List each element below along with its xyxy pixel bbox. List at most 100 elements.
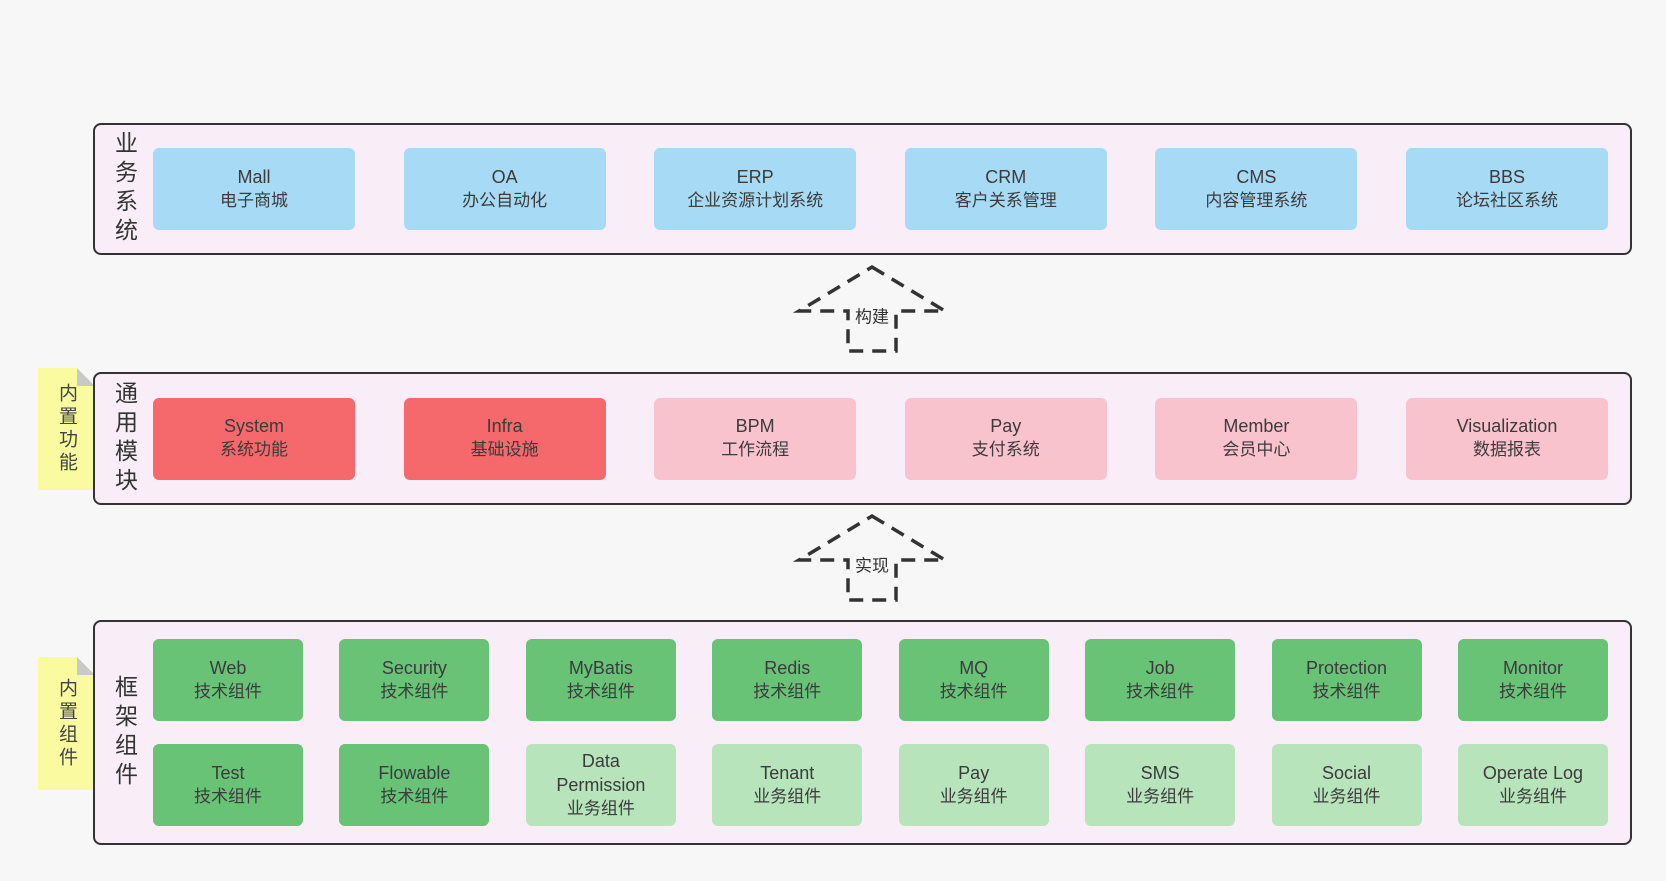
box-subtitle: 技术组件 <box>1498 681 1567 701</box>
box-monitor: Monitor 技术组件 <box>1457 639 1608 721</box>
box-title: BPM <box>735 416 775 437</box>
box-title: MyBatis <box>568 657 633 678</box>
box-subtitle: 业务组件 <box>753 786 822 806</box>
box-title: Mall <box>237 166 271 187</box>
note-text: 内置组件 <box>56 677 77 770</box>
box-title: Flowable <box>378 762 451 783</box>
box-title: Social <box>1322 762 1372 783</box>
box-subtitle: 业务组件 <box>566 798 635 818</box>
box-title: BBS <box>1488 166 1525 187</box>
box-subtitle: 技术组件 <box>380 786 449 806</box>
box-subtitle: 企业资源计划系统 <box>687 190 824 210</box>
box-subtitle: 内容管理系统 <box>1205 190 1308 210</box>
box-title: Pay <box>958 762 990 783</box>
box-title: SMS <box>1140 762 1180 783</box>
box-title: Visualization <box>1456 416 1558 437</box>
box-subtitle: 系统功能 <box>220 440 288 460</box>
panel-label-business-systems: 业务系统 <box>111 131 138 247</box>
box-cms: CMS 内容管理系统 <box>1155 148 1358 230</box>
sticky-note-builtin-features: 内置功能 <box>38 368 95 490</box>
sticky-note-builtin-components: 内置组件 <box>38 657 95 790</box>
box-social: Social 业务组件 <box>1271 744 1422 826</box>
box-title: OA <box>491 166 518 187</box>
box-subtitle: 基础设施 <box>470 440 539 460</box>
box-bbs: BBS 论坛社区系统 <box>1405 148 1608 230</box>
box-title: Operate Log <box>1482 762 1583 783</box>
arrow-label: 实现 <box>851 550 893 578</box>
box-subtitle: 数据报表 <box>1472 440 1541 460</box>
box-erp: ERP 企业资源计划系统 <box>654 148 857 230</box>
box-security: Security 技术组件 <box>339 639 490 721</box>
box-subtitle: 技术组件 <box>566 681 635 701</box>
box-redis: Redis 技术组件 <box>712 639 863 721</box>
box-infra: Infra 基础设施 <box>403 397 606 480</box>
box-subtitle: 技术组件 <box>380 681 449 701</box>
box-subtitle: 业务组件 <box>1498 786 1567 806</box>
box-title: Web <box>209 657 247 678</box>
box-web: Web 技术组件 <box>153 639 303 721</box>
box-title: Pay <box>990 416 1022 437</box>
box-title: Test <box>211 762 245 783</box>
note-text: 内置功能 <box>56 383 77 475</box>
box-title: CRM <box>985 166 1027 187</box>
box-subtitle: 电子商城 <box>220 190 288 210</box>
arrow-build: 构建 <box>792 263 952 355</box>
box-data-permission: Data Permission 业务组件 <box>525 744 676 826</box>
box-title: MQ <box>959 657 989 678</box>
box-oa: OA 办公自动化 <box>403 148 606 230</box>
box-title: Redis <box>764 657 811 678</box>
dashed-up-arrow-icon <box>792 264 952 353</box>
box-system: System 系统功能 <box>153 397 355 480</box>
box-subtitle: 业务组件 <box>1312 786 1381 806</box>
box-flowable: Flowable 技术组件 <box>339 744 490 826</box>
box-subtitle: 论坛社区系统 <box>1455 190 1558 210</box>
box-title: Security <box>381 657 447 678</box>
box-title: Monitor <box>1502 657 1563 678</box>
box-subtitle: 支付系统 <box>971 440 1040 460</box>
box-subtitle: 技术组件 <box>194 681 262 701</box>
box-subtitle: 技术组件 <box>753 681 822 701</box>
dashed-up-arrow-icon <box>792 513 952 602</box>
box-title: CMS <box>1236 166 1277 187</box>
box-title: Infra <box>486 416 523 437</box>
box-title: Data Permission <box>556 751 646 795</box>
box-title: System <box>223 416 284 437</box>
box-tenant: Tenant 业务组件 <box>712 744 863 826</box>
box-subtitle: 技术组件 <box>1126 681 1195 701</box>
box-test: Test 技术组件 <box>153 744 303 826</box>
box-subtitle: 办公自动化 <box>462 190 548 210</box>
box-mall: Mall 电子商城 <box>153 148 355 230</box>
panel-label-common-modules: 通用模块 <box>111 380 138 497</box>
box-mybatis: MyBatis 技术组件 <box>525 639 676 721</box>
box-pay: Pay 业务组件 <box>898 744 1049 826</box>
box-subtitle: 技术组件 <box>1312 681 1381 701</box>
box-pay: Pay 支付系统 <box>904 397 1107 480</box>
box-visualization: Visualization 数据报表 <box>1405 397 1608 480</box>
box-title: ERP <box>736 166 774 187</box>
box-subtitle: 技术组件 <box>194 786 262 806</box>
box-operate-log: Operate Log 业务组件 <box>1457 744 1608 826</box>
box-subtitle: 会员中心 <box>1222 440 1291 460</box>
arrow-implement: 实现 <box>792 512 952 604</box>
box-subtitle: 业务组件 <box>939 786 1008 806</box>
box-title: Protection <box>1306 657 1388 678</box>
arrow-label: 构建 <box>851 301 893 329</box>
box-title: Tenant <box>760 762 815 783</box>
